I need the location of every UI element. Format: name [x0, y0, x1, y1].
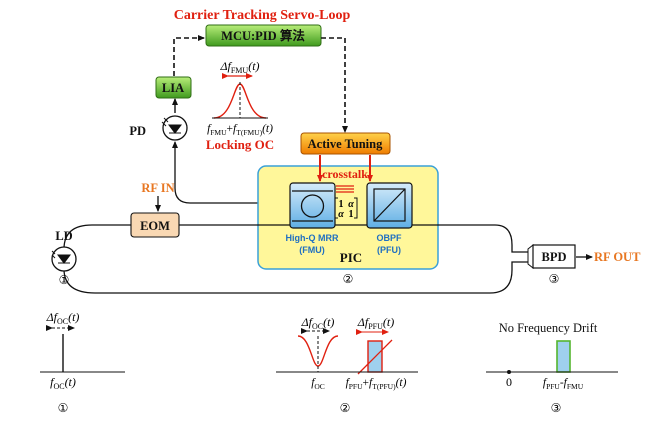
panel3-zero-dot: [507, 370, 511, 374]
matrix-cell-21: α: [338, 209, 344, 220]
rf-out-label: RF OUT: [594, 250, 641, 264]
mrr-block: [289, 182, 336, 229]
bpd-block: [532, 244, 576, 269]
microring-icon: [300, 194, 325, 218]
obpf-to-bpd-fiber: [412, 224, 528, 253]
mrr-label-line2: (FMU): [299, 245, 325, 255]
active-tuning-label: Active Tuning: [308, 137, 383, 151]
active-tuning-block: [300, 132, 391, 155]
lia-label: LIA: [162, 81, 184, 95]
locking-oc-label: Locking OC: [206, 137, 274, 152]
bpd-input-coupler: [527, 243, 534, 270]
obpf-diagonal: [373, 188, 406, 222]
panel2-delta-foc-label: ΔfOC(t): [301, 315, 335, 331]
ld-to-bpd-reference-fiber: [63, 261, 528, 294]
panel3-beat-band: [556, 340, 571, 373]
obpf-filter-icon: [373, 188, 406, 222]
servo-loop-left-dashed: [173, 35, 205, 76]
panel1-delta-foc-label: ΔfOC(t): [46, 310, 80, 326]
panel3-beat-axis-label: fPFU-fFMU: [543, 377, 584, 391]
obpf-label-line1: OBPF: [376, 233, 402, 243]
pic-marker: ②: [343, 272, 354, 286]
mrr-label-line1: High-Q MRR: [286, 233, 339, 243]
crosstalk-symbol: [336, 185, 354, 193]
panel3-marker: ③: [551, 401, 562, 415]
pd-diode-symbol: [168, 124, 182, 134]
panel1-marker: ①: [58, 401, 69, 415]
panel2-passband-diagonal: [357, 339, 393, 375]
bpd-marker: ③: [549, 272, 560, 286]
matrix-cell-22: 1: [349, 209, 354, 220]
no-frequency-drift-label: No Frequency Drift: [499, 321, 598, 335]
panel2-marker: ②: [340, 401, 351, 415]
ld-diode-symbol: [57, 254, 71, 264]
panel2-foc-axis-label: fOC: [311, 377, 325, 391]
pd-label: PD: [129, 124, 146, 138]
panel2-delta-fpfu-label: ΔfPFU(t): [357, 315, 394, 331]
mcu-pid-label: MCU:PID 算法: [221, 28, 305, 43]
delta-fmu-label: ΔfFMU(t): [219, 59, 259, 75]
eom-label: EOM: [140, 219, 170, 233]
panel2-fpfu-axis-label: fPFU+fT(PFU)(t): [346, 377, 407, 391]
ld-label: LD: [55, 229, 72, 243]
matrix-cell-12: α: [348, 199, 354, 210]
obpf-label-line2: (PFU): [377, 245, 401, 255]
pic-label: PIC: [340, 250, 362, 265]
panel3-zero-label: 0: [506, 375, 512, 389]
ld-to-eom-fiber: [63, 224, 131, 250]
ld-emission-arrows-icon: [51, 250, 56, 259]
mcu-pid-block: [205, 24, 322, 47]
fmu-axis-label: fFMU+fT(FMU)(t): [207, 123, 273, 137]
rf-in-label: RF IN: [141, 181, 174, 195]
pd-light-arrows-icon: [161, 117, 169, 127]
matrix-cell-11: 1: [339, 199, 344, 210]
bpd-label: BPD: [542, 250, 567, 264]
servo-loop-right-dashed: [321, 37, 348, 133]
ld-marker: ①: [59, 273, 70, 287]
crosstalk-label: crosstalk: [322, 167, 368, 181]
mrr-drop-to-pd: [172, 141, 290, 204]
servo-loop-title: Carrier Tracking Servo-Loop: [174, 8, 351, 23]
panel1-foc-axis-label: fOC(t): [50, 375, 76, 391]
